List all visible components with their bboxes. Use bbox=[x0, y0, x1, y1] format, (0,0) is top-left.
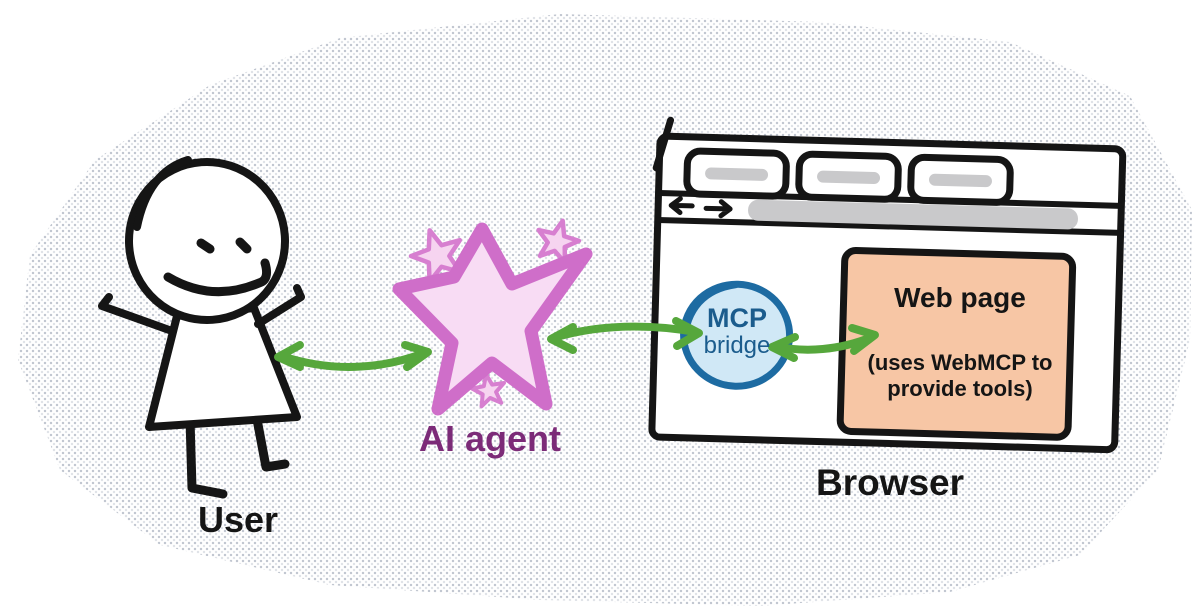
ai-agent-star bbox=[392, 218, 593, 416]
user-right-eye bbox=[235, 237, 252, 254]
tabstrip-divider bbox=[656, 190, 1124, 209]
arrowhead-left-icon bbox=[768, 333, 799, 362]
tab-title-placeholder bbox=[817, 170, 881, 184]
tab-title-placeholder bbox=[705, 167, 769, 181]
user-left-arm bbox=[98, 293, 176, 335]
forward-arrow-icon bbox=[703, 199, 733, 219]
arrowhead-right-icon bbox=[672, 317, 703, 350]
web-page-title: Web page bbox=[894, 282, 1026, 313]
sparkle-star-top-right-icon bbox=[536, 218, 582, 265]
user-label: User bbox=[197, 499, 279, 540]
user-dress bbox=[145, 304, 301, 431]
arrow-user-agent bbox=[274, 341, 432, 371]
arrow-agent-mcp bbox=[547, 317, 703, 354]
tab-title-placeholder bbox=[928, 173, 992, 188]
user-figure bbox=[98, 156, 305, 499]
arrow-mcp-webpage bbox=[768, 324, 879, 362]
sparkle-star-bottom-icon bbox=[470, 372, 507, 409]
arrowhead-right-icon bbox=[401, 341, 432, 371]
sketch-overshoot bbox=[652, 116, 675, 172]
toolbar-divider bbox=[654, 216, 1124, 236]
arrow-shaft bbox=[278, 349, 428, 371]
mcp-bridge-title: MCP bbox=[707, 303, 767, 333]
address-bar bbox=[748, 199, 1078, 230]
ai-agent-label: AI agent bbox=[418, 418, 561, 459]
sparkle-star-top-left-icon bbox=[408, 228, 463, 284]
arrowhead-right-icon bbox=[848, 324, 879, 355]
browser-window bbox=[648, 116, 1127, 454]
user-left-eye bbox=[196, 238, 215, 254]
ai-agent-star-icon bbox=[392, 222, 593, 416]
back-arrow-icon bbox=[668, 196, 695, 216]
browser-label: Browser bbox=[815, 462, 965, 503]
user-right-leg bbox=[251, 409, 290, 472]
arrowhead-left-icon bbox=[547, 323, 577, 354]
connection-arrows bbox=[274, 317, 879, 371]
user-head bbox=[124, 158, 290, 324]
user-hair bbox=[133, 156, 192, 231]
arrowhead-left-icon bbox=[274, 341, 304, 371]
web-page-subtitle: (uses WebMCP to provide tools) bbox=[867, 350, 1053, 402]
user-left-leg bbox=[185, 414, 228, 499]
user-right-arm bbox=[254, 284, 305, 328]
arrow-shaft bbox=[549, 322, 700, 342]
web-page-card bbox=[836, 247, 1077, 441]
mcp-bridge-subtitle: bridge bbox=[703, 332, 771, 359]
user-smile bbox=[163, 258, 271, 297]
